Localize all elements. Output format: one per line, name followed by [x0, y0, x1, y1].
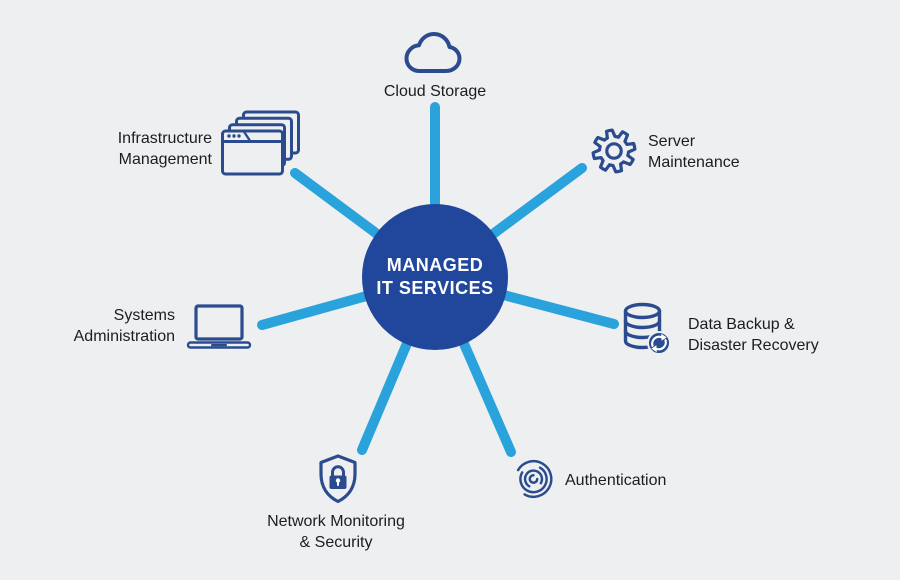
fingerprint-icon [511, 455, 556, 503]
label-line: Infrastructure [117, 130, 212, 147]
node-label-data-backup: Data Backup & Disaster Recovery [688, 314, 868, 356]
label-line: Server [648, 133, 696, 150]
label-line: Systems [113, 307, 175, 324]
shield-lock-icon [315, 453, 361, 505]
hub-managed-it-services: MANAGED IT SERVICES [362, 204, 508, 350]
node-label-systems-administration: Systems Administration [23, 305, 175, 347]
node-label-server-maintenance: Server Maintenance [648, 131, 798, 173]
label-line: Authentication [565, 472, 667, 489]
node-label-network-monitoring: Network Monitoring & Security [255, 511, 417, 553]
node-label-cloud-storage: Cloud Storage [355, 81, 515, 102]
label-line: Data Backup & [688, 316, 795, 333]
laptop-icon [186, 303, 252, 350]
hub-title-line: MANAGED [386, 255, 484, 275]
label-line: Maintenance [648, 154, 740, 171]
hub-title-line: IT SERVICES [376, 278, 494, 298]
label-line: Disaster Recovery [688, 337, 819, 354]
label-line: Management [118, 151, 212, 168]
node-label-authentication: Authentication [565, 470, 725, 491]
windows-stack-icon [221, 110, 301, 176]
database-sync-icon [622, 301, 674, 359]
gear-icon [591, 128, 637, 174]
label-line: Network Monitoring [267, 513, 405, 530]
cloud-icon [401, 28, 469, 80]
label-line: Cloud Storage [383, 83, 487, 100]
node-label-infrastructure-management: Infrastructure Management [62, 128, 212, 170]
label-line: Administration [73, 328, 175, 345]
label-line: & Security [299, 534, 373, 551]
